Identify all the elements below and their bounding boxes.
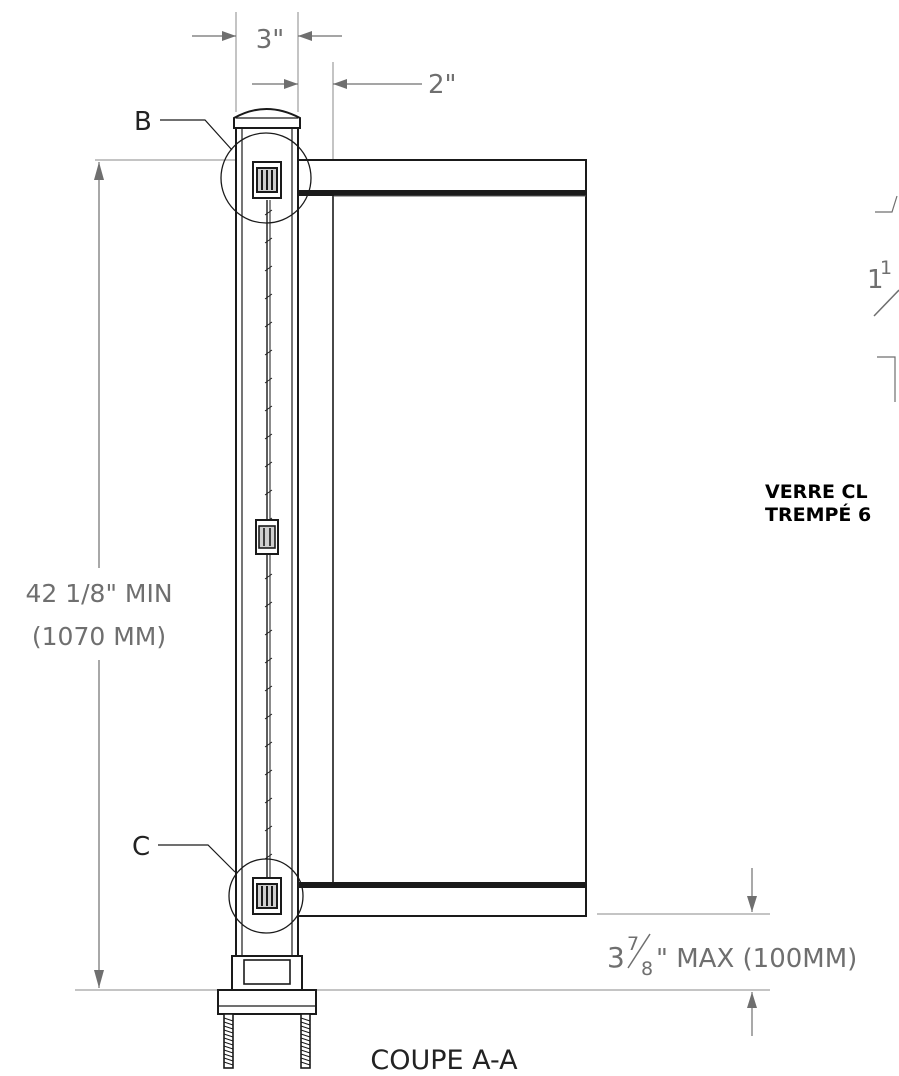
extension-lines (75, 12, 770, 991)
gap-fraction-den: 8 (641, 958, 653, 980)
detail-circle-c (228, 858, 304, 934)
dimension-right-partial: 1 1 (867, 195, 899, 402)
detail-circle-b (220, 132, 312, 224)
height-label-line2: (1070 MM) (32, 622, 166, 651)
callout-b: B (134, 107, 233, 151)
dimension-offset: 2" (252, 70, 457, 100)
post-width-label: 3" (256, 25, 285, 55)
height-label-line1: 42 1/8" MIN (25, 579, 172, 608)
gap-rest: " MAX (100MM) (656, 944, 857, 974)
callout-c-label: C (132, 832, 150, 862)
bracket-middle (255, 519, 279, 555)
callout-b-label: B (134, 107, 152, 137)
glass-label-line1: VERRE CL (765, 481, 868, 503)
section-title: COUPE A-A (370, 1045, 518, 1076)
dimension-height: 42 1/8" MIN (1070 MM) (25, 162, 173, 988)
bracket-bottom (252, 877, 282, 915)
base-plate (217, 955, 317, 1069)
dimension-gap: 3 7 8 " MAX (100MM) (607, 868, 857, 1036)
right-whole: 1 (867, 265, 884, 295)
post-cap (233, 108, 301, 129)
gap-fraction-num: 7 (627, 933, 639, 955)
post (235, 127, 299, 991)
bracket-top (252, 161, 282, 199)
dimension-post-width: 3" (192, 25, 342, 55)
glass-label-line2: TREMPÉ 6 (765, 503, 871, 526)
offset-label: 2" (428, 70, 457, 100)
callout-c: C (132, 832, 236, 873)
glass-panel (297, 159, 587, 917)
right-fraction-num: 1 (880, 257, 892, 279)
gap-whole: 3 (607, 941, 625, 974)
